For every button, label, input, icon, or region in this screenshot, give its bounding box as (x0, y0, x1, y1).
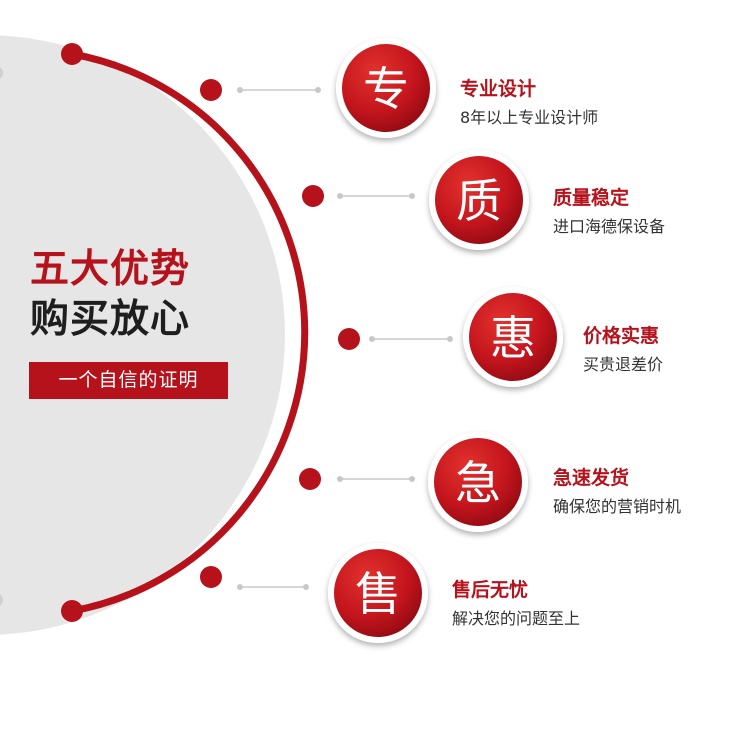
tagline-badge: 一个自信的证明 (29, 362, 228, 399)
connectors (240, 89, 450, 588)
edge-mark-top (0, 67, 3, 79)
feature-price-desc: 买贵退差价 (583, 355, 664, 374)
arc-end-top (61, 43, 83, 65)
badge-price-char: 惠 (490, 311, 536, 365)
badge-ship: 急 (428, 432, 528, 532)
badge-service: 售 (328, 543, 428, 643)
feature-price-title: 价格实惠 (583, 325, 660, 347)
badge-ship-char: 急 (455, 456, 501, 510)
feature-quality-desc: 进口海德保设备 (553, 217, 666, 236)
headline-advantages: 五大优势 (30, 247, 191, 292)
feature-service-title: 售后无忧 (452, 579, 529, 601)
arc-end-bottom (61, 600, 83, 622)
feature-design-desc: 8年以上专业设计师 (460, 108, 599, 127)
feature-ship-title: 急速发货 (553, 467, 630, 489)
feature-quality-title: 质量稳定 (553, 187, 630, 209)
background-circle (0, 35, 285, 635)
edge-mark-bottom (0, 594, 3, 606)
feature-design-title: 专业设计 (460, 78, 537, 100)
badge-design: 专 (336, 38, 436, 138)
badge-service-char: 售 (355, 567, 401, 621)
headline-assurance: 购买放心 (30, 297, 191, 342)
badge-design-char: 专 (363, 62, 409, 116)
feature-service-desc: 解决您的问题至上 (452, 609, 581, 628)
feature-ship-desc: 确保您的营销时机 (553, 497, 682, 516)
badge-quality: 质 (429, 150, 529, 250)
connector-dots (237, 87, 453, 590)
red-arc (68, 50, 309, 615)
arc-nodes (200, 79, 360, 588)
badge-quality-char: 质 (456, 174, 502, 228)
badge-price: 惠 (463, 287, 563, 387)
